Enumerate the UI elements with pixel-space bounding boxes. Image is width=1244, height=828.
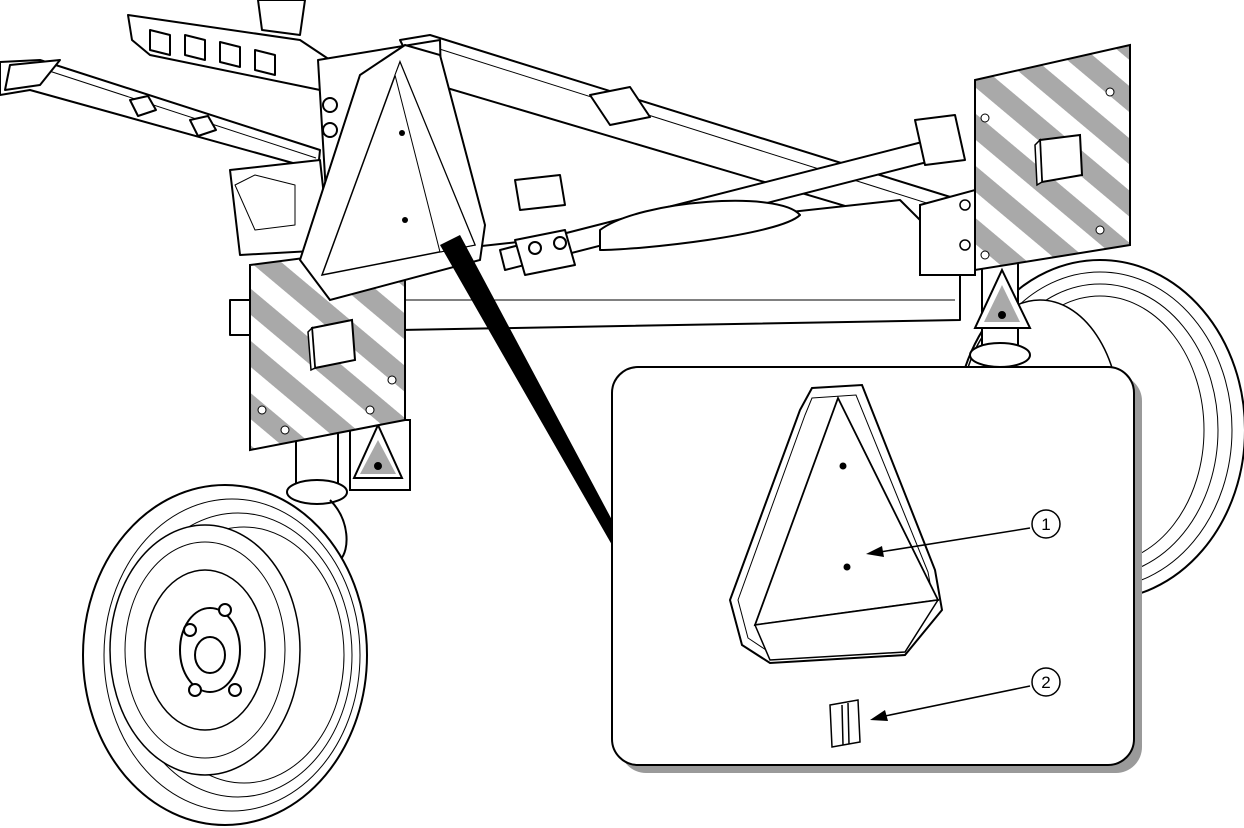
right-warning-panel <box>919 43 1131 276</box>
callout-1-number: 1 <box>1041 515 1050 534</box>
left-upright <box>286 429 348 561</box>
mounting-bracket <box>829 699 861 748</box>
left-small-reflector <box>349 419 411 491</box>
left-warning-panel <box>249 243 406 452</box>
mounted-smv-emblem <box>298 43 487 302</box>
callout-1: 1 <box>866 509 1061 557</box>
left-wheel <box>82 484 368 826</box>
inset-leader-wedge <box>440 235 612 545</box>
right-small-reflector <box>973 267 1032 329</box>
smv-emblem-detail <box>728 383 944 665</box>
callout-2: 2 <box>870 667 1061 721</box>
callout-2-number: 2 <box>1041 673 1050 692</box>
